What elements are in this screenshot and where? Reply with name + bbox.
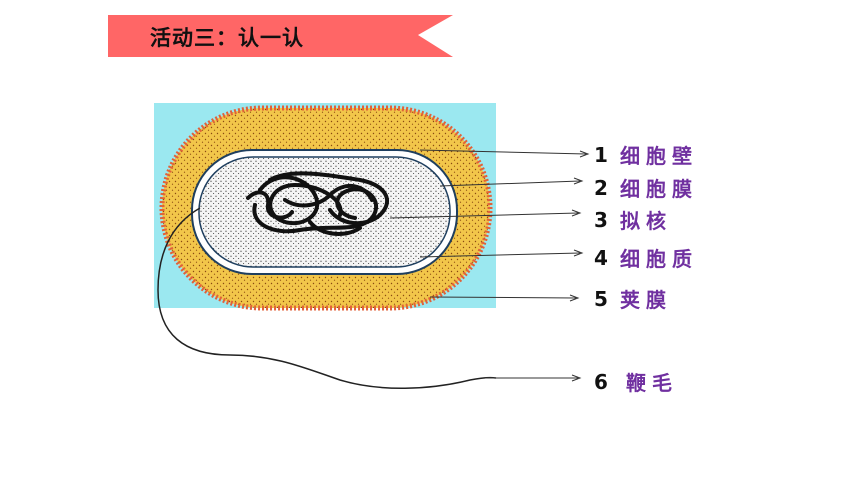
label-number: 4 [594,245,608,270]
flagellum [157,207,497,389]
label-number: 6 [594,369,608,394]
label-capsule: 5 荚膜 [594,284,672,313]
banner-title: 活动三：认一认 [150,26,304,50]
label-text: 细胞质 [620,247,698,271]
label-text: 拟核 [620,209,672,233]
label-number: 3 [594,207,608,232]
pointer-lines [389,149,590,382]
cell-membrane [198,156,451,268]
label-number: 5 [594,286,608,311]
label-cell-membrane: 2 细胞膜 [594,173,698,202]
label-number: 2 [594,175,608,200]
label-text: 荚膜 [620,288,672,312]
title-banner [108,15,453,57]
label-flagellum: 6 鞭毛 [594,367,678,396]
label-number: 1 [594,142,608,167]
label-nucleoid: 3 拟核 [594,205,672,234]
nucleoid [246,171,390,236]
banner-ribbon [108,15,453,57]
label-text: 鞭毛 [626,371,678,395]
label-text: 细胞膜 [620,177,698,201]
label-text: 细胞壁 [620,144,698,168]
label-cell-wall: 1 细胞壁 [594,140,698,169]
label-cytoplasm: 4 细胞质 [594,243,698,272]
